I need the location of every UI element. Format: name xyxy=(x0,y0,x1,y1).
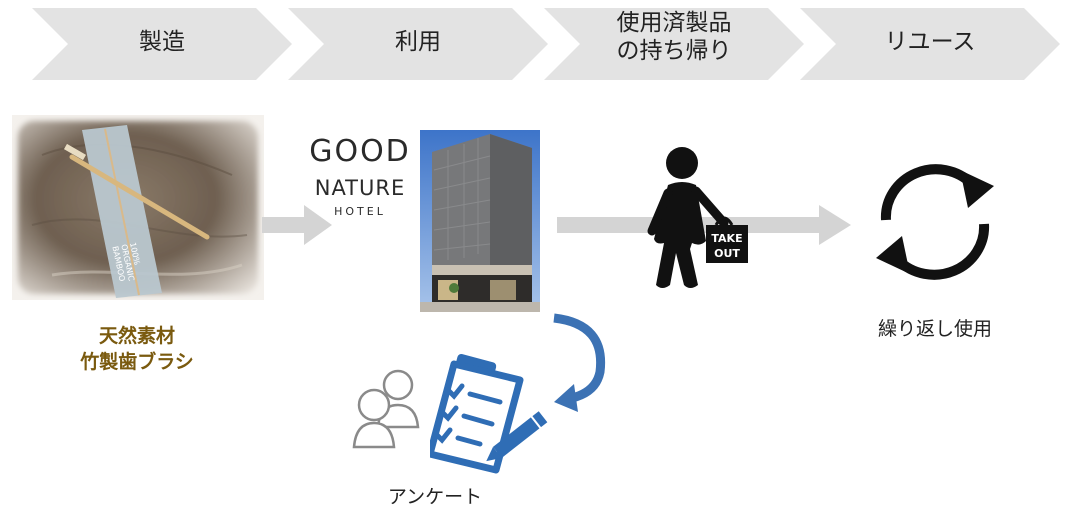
users-icon xyxy=(350,365,424,449)
step-label-use: 利用 xyxy=(324,28,512,56)
step-label-takeback: 使用済製品 の持ち帰り xyxy=(580,9,768,65)
hotel-logo-line3: HOTEL xyxy=(298,204,422,220)
survey-caption: アンケート xyxy=(345,482,525,509)
reuse-cycle-icon xyxy=(868,158,1002,286)
reuse-caption: 繰り返し使用 xyxy=(845,314,1025,341)
hotel-logo: GOOD NATURE HOTEL xyxy=(298,135,422,220)
curved-arrow-icon xyxy=(548,310,614,414)
takeout-bag-line2: OUT xyxy=(714,247,740,260)
hotel-building-photo xyxy=(420,130,540,312)
toothbrush-photo: 100%ORGANICBAMBOO xyxy=(12,115,264,300)
person-takeout-icon: TAKE OUT xyxy=(640,145,752,295)
step-label-reuse: リユース xyxy=(836,28,1024,56)
hotel-logo-line1: GOOD xyxy=(298,135,422,169)
hotel-logo-line2: NATURE xyxy=(298,175,422,201)
product-caption: 天然素材 竹製歯ブラシ xyxy=(32,323,242,375)
survey-clipboard-icon xyxy=(430,352,550,476)
takeout-bag-line1: TAKE xyxy=(711,232,742,245)
step-label-manufacture: 製造 xyxy=(68,28,256,56)
